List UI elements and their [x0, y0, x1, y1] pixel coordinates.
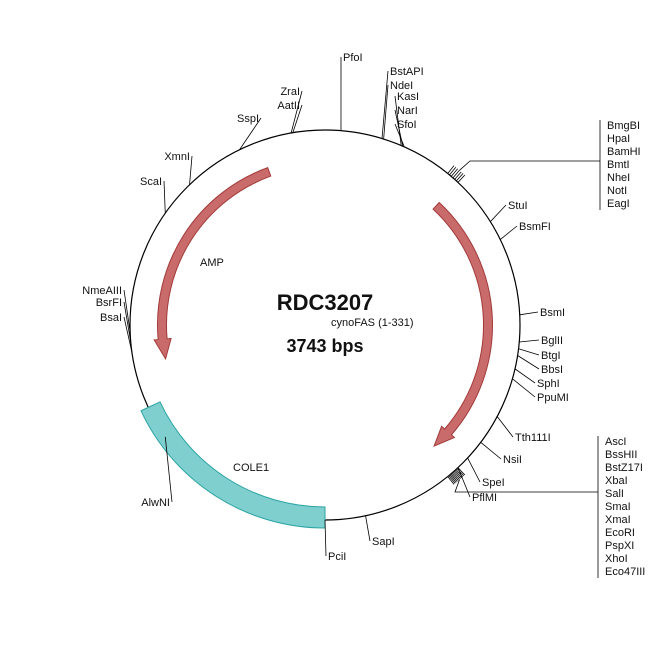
site-bsmfi[interactable]: BsmFI — [519, 221, 551, 233]
cluster1-site[interactable]: BmtI — [607, 159, 630, 171]
cynofas-arrow[interactable] — [433, 202, 492, 446]
site-bsmi-tick — [520, 312, 538, 315]
cluster1-leader — [459, 161, 600, 170]
site-stui-tick — [490, 205, 506, 222]
cole1-label[interactable]: COLE1 — [233, 462, 269, 474]
site-bstapi[interactable]: BstAPI — [390, 66, 424, 78]
site-tth111i[interactable]: Tth111I — [515, 432, 551, 444]
site-sphi-tick — [515, 369, 535, 383]
cluster1-site[interactable]: BmgBI — [607, 120, 640, 132]
site-kasi[interactable]: KasI — [397, 91, 419, 103]
site-sphi[interactable]: SphI — [537, 378, 560, 390]
cluster1-tick — [456, 173, 463, 180]
cluster1-tick — [449, 167, 455, 175]
site-sapi-tick — [366, 516, 370, 541]
plasmid-size: 3743 bps — [286, 336, 363, 356]
cluster1-site[interactable]: HpaI — [607, 133, 630, 145]
site-scai[interactable]: ScaI — [140, 176, 162, 188]
site-spei[interactable]: SpeI — [482, 477, 505, 489]
cluster1-tick — [458, 175, 465, 182]
cluster1-tick — [453, 170, 460, 178]
cluster1-site[interactable]: EagI — [607, 198, 630, 210]
cluster2-site[interactable]: BstZ17I — [605, 462, 643, 474]
site-pflmi[interactable]: PflMI — [472, 492, 497, 504]
cluster2-site[interactable]: XhoI — [605, 553, 628, 565]
cluster1-tick — [451, 169, 457, 177]
cluster1-site[interactable]: NheI — [607, 172, 630, 184]
cluster1-tick — [448, 166, 454, 174]
cynofas-label[interactable]: cynoFAS (1-331) — [331, 317, 414, 329]
site-nsii[interactable]: NsiI — [503, 454, 522, 466]
site-bglii-tick — [519, 340, 539, 342]
cluster2-site[interactable]: SalI — [605, 488, 624, 500]
cluster2-site[interactable]: Eco47III — [605, 566, 645, 578]
cluster1-site[interactable]: NotI — [607, 185, 627, 197]
cluster2-site[interactable]: SmaI — [605, 501, 631, 513]
cluster2-site[interactable]: BssHII — [605, 449, 637, 461]
site-sapi[interactable]: SapI — [372, 536, 395, 548]
site-aatii[interactable]: AatII — [277, 100, 300, 112]
site-nmeaiii[interactable]: NmeAIII — [82, 285, 122, 297]
amp-label[interactable]: AMP — [200, 257, 224, 269]
site-pfoi[interactable]: PfoI — [343, 52, 363, 64]
site-nari[interactable]: NarI — [397, 105, 418, 117]
site-bstapi-tick — [382, 71, 388, 139]
site-bbsi-tick — [518, 356, 539, 369]
cluster2-site[interactable]: XbaI — [605, 475, 628, 487]
site-bglii[interactable]: BglII — [541, 335, 563, 347]
site-scai-tick — [164, 181, 165, 213]
site-bsai[interactable]: BsaI — [100, 312, 122, 324]
site-nsii-tick — [481, 442, 501, 459]
site-ppumi-tick — [512, 379, 535, 397]
cluster1-site[interactable]: BamHI — [607, 146, 641, 158]
site-xmni[interactable]: XmnI — [164, 151, 190, 163]
cluster2-site[interactable]: AscI — [605, 436, 626, 448]
cluster1-tick — [455, 172, 462, 179]
site-bbsi[interactable]: BbsI — [541, 364, 563, 376]
site-bsmi[interactable]: BsmI — [540, 307, 565, 319]
site-sspi[interactable]: SspI — [237, 113, 259, 125]
cluster2-site[interactable]: PspXI — [605, 540, 634, 552]
cluster2-site[interactable]: XmaI — [605, 514, 631, 526]
site-pcii-tick — [325, 520, 326, 556]
site-ppumi[interactable]: PpuMI — [537, 392, 569, 404]
plasmid-name: RDC3207 — [277, 290, 374, 315]
site-alwni[interactable]: AlwNI — [141, 497, 170, 509]
site-btgi-tick — [519, 349, 539, 355]
cluster2-leader — [455, 480, 598, 492]
site-zrai[interactable]: ZraI — [280, 86, 300, 98]
site-nmeaiii-tick — [124, 290, 130, 332]
site-bsmfi-tick — [500, 226, 517, 240]
site-spei-tick — [468, 458, 480, 482]
site-bsrfi[interactable]: BsrFI — [96, 297, 122, 309]
site-btgi[interactable]: BtgI — [541, 350, 561, 362]
site-sfoi[interactable]: SfoI — [397, 119, 417, 131]
cluster2-site[interactable]: EcoRI — [605, 527, 635, 539]
site-stui[interactable]: StuI — [508, 200, 528, 212]
site-tth111i-tick — [497, 417, 513, 437]
site-pcii[interactable]: PciI — [328, 551, 346, 563]
